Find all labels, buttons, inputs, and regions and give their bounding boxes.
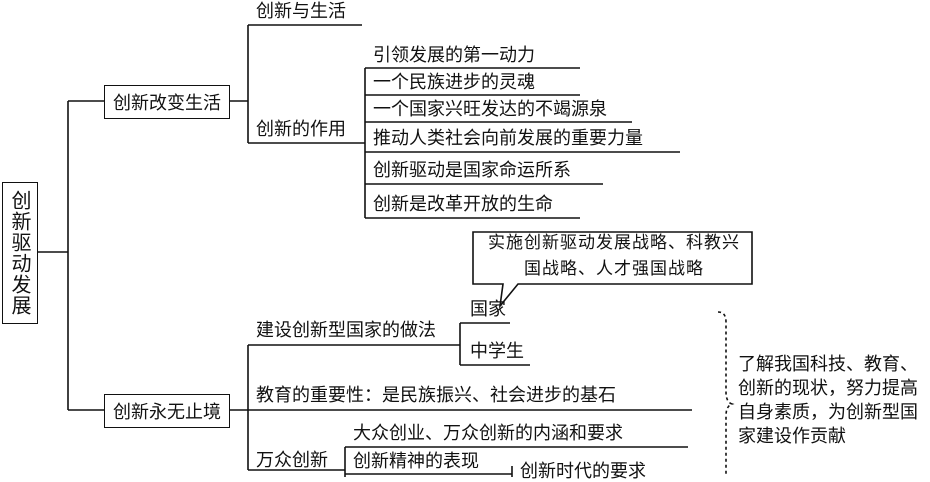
- student-action-note: 了解我国科技、教育、创新的现状，努力提高自身素质，为创新型国家建设作贡献: [738, 354, 918, 447]
- role-item: 创新是改革开放的生命: [373, 194, 553, 215]
- innovation-and-life-label: 创新与生活: [256, 1, 346, 22]
- strategy-callout: 实施创新驱动发展战略、科教兴国战略、人才强国战略: [488, 233, 740, 279]
- branch2-label: 创新永无止境: [113, 402, 221, 423]
- role-item: 一个国家兴旺发达的不竭源泉: [373, 99, 607, 120]
- branch-innovation-endless: 创新永无止境: [104, 394, 230, 428]
- root-node: 创新驱动发展: [2, 182, 38, 324]
- mass-item: 大众创业、万众创新的内涵和要求: [353, 423, 623, 444]
- mass-item-partial: 创新时代的要求: [520, 461, 646, 482]
- role-item: 创新驱动是国家命运所系: [373, 160, 571, 181]
- role-item: 引领发展的第一动力: [373, 45, 535, 66]
- build-method-label: 建设创新型国家的做法: [256, 320, 436, 341]
- role-item: 一个民族进步的灵魂: [373, 72, 535, 93]
- root-label: 创新驱动发展: [8, 190, 32, 316]
- mass-innovation-label: 万众创新: [256, 450, 328, 471]
- student-label: 中学生: [470, 341, 524, 362]
- branch-innovation-changes-life: 创新改变生活: [104, 85, 230, 119]
- mass-item: 创新精神的表现: [353, 451, 479, 472]
- innovation-role-label: 创新的作用: [256, 119, 346, 140]
- role-item: 推动人类社会向前发展的重要力量: [373, 128, 643, 149]
- country-label: 国家: [470, 299, 506, 320]
- education-importance-label: 教育的重要性：是民族振兴、社会进步的基石: [256, 385, 616, 406]
- branch1-label: 创新改变生活: [113, 93, 221, 114]
